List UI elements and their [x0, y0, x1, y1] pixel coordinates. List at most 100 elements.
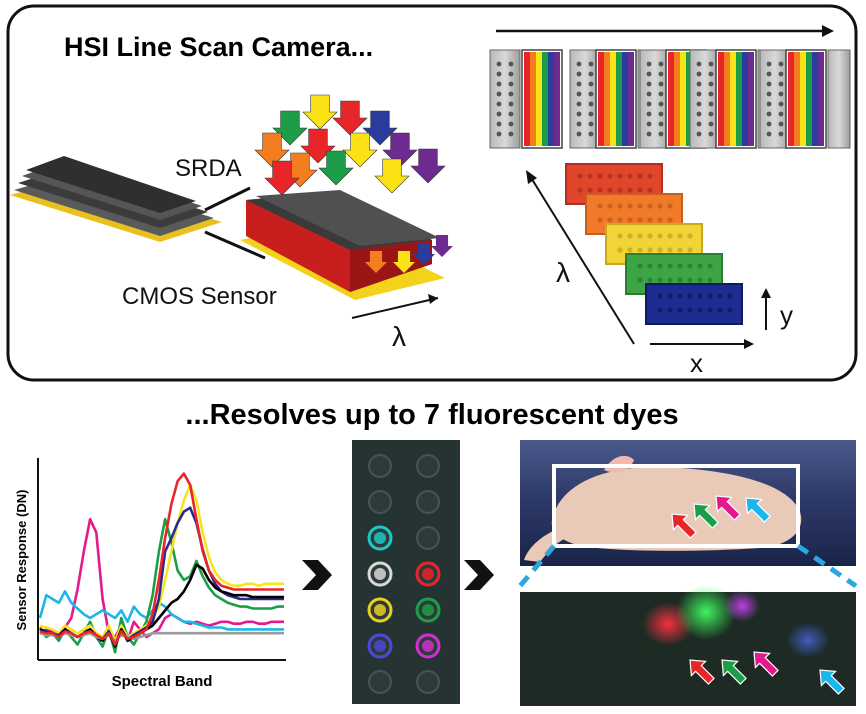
frame-well-2-2-0 — [646, 81, 652, 87]
line-scan-frames — [489, 49, 851, 149]
frame-band-0-3 — [542, 52, 548, 146]
hypercube-well-3-1-0 — [637, 277, 643, 283]
frame-well-4-2-1 — [778, 81, 784, 87]
hypercube-well-3-1-5 — [687, 277, 693, 283]
frame-well-2-4-1 — [658, 101, 664, 107]
frame-well-2-5-1 — [658, 111, 664, 117]
mouse-roi-box — [552, 464, 800, 548]
hypercube-well-1-1-4 — [637, 217, 643, 223]
hypercube-well-1-0-3 — [627, 203, 633, 209]
hypercube-well-1-1-6 — [657, 217, 663, 223]
y-axis-arrowhead — [761, 288, 771, 298]
cube-lambda-label: λ — [556, 257, 570, 288]
frame-plate-1 — [569, 49, 601, 149]
hypercube-well-2-1-0 — [617, 247, 623, 253]
frame-well-2-2-1 — [658, 81, 664, 87]
frame-well-2-6-0 — [646, 121, 652, 127]
closeup-pointer-2-shape — [753, 651, 779, 677]
frame-band-0-5 — [554, 52, 560, 146]
hypercube-well-4-1-7 — [727, 307, 733, 313]
hypercube-well-2-0-0 — [617, 233, 623, 239]
plate-well-glow-3-1 — [422, 568, 434, 580]
srda-block — [240, 190, 445, 300]
plate-well-glow-4-0 — [374, 604, 386, 616]
chart-series-2 — [38, 517, 284, 654]
frame-well-2-4-0 — [646, 101, 652, 107]
hypercube-well-4-0-5 — [707, 293, 713, 299]
chart-y-label: Sensor Response (DN) — [14, 490, 29, 631]
frame-band-4-4 — [812, 52, 818, 146]
hypercube-well-1-1-1 — [607, 217, 613, 223]
cmos-sensor-label: CMOS Sensor — [122, 283, 277, 310]
x-axis-label: x — [690, 348, 703, 378]
frame-band-2-2 — [680, 52, 686, 146]
plate-well-glow-5-0 — [374, 640, 386, 652]
frame-plate-0 — [489, 49, 521, 149]
hypercube-well-2-1-1 — [627, 247, 633, 253]
hypercube-well-3-0-4 — [677, 263, 683, 269]
hypercube-well-2-0-5 — [667, 233, 673, 239]
frame-well-0-1-0 — [496, 71, 502, 77]
frame-well-0-6-1 — [508, 121, 514, 127]
hypercube-well-4-1-3 — [687, 307, 693, 313]
frame-well-2-0-1 — [658, 61, 664, 67]
hypercube-well-3-0-1 — [647, 263, 653, 269]
mouse-pointer-3 — [745, 497, 771, 523]
frame-well-3-7-1 — [708, 131, 714, 137]
hypercube-well-0-0-3 — [607, 173, 613, 179]
frame-well-3-2-0 — [696, 81, 702, 87]
hypercube-well-2-0-6 — [677, 233, 683, 239]
hypercube-well-2-1-4 — [657, 247, 663, 253]
srda-lower-arrow-0 — [365, 251, 387, 273]
frame-well-1-6-1 — [588, 121, 594, 127]
hypercube-well-4-0-6 — [717, 293, 723, 299]
srda-lower-arrow-2 — [413, 243, 435, 265]
frame-well-2-7-1 — [658, 131, 664, 137]
frame-well-4-7-1 — [778, 131, 784, 137]
hypercube-well-0-1-5 — [627, 187, 633, 193]
hypercube-well-2-0-7 — [687, 233, 693, 239]
frame-well-4-4-0 — [766, 101, 772, 107]
frame-well-4-1-1 — [778, 71, 784, 77]
lambda-label-srda: λ — [392, 321, 406, 352]
frame-well-4-5-1 — [778, 111, 784, 117]
hypercube-well-4-1-4 — [697, 307, 703, 313]
hypercube-well-3-0-7 — [707, 263, 713, 269]
frame-well-3-4-1 — [708, 101, 714, 107]
hypercube-well-3-1-2 — [657, 277, 663, 283]
hypercube-well-0-0-6 — [637, 173, 643, 179]
zoom-line-bottom — [204, 230, 266, 260]
hypercube-well-2-1-3 — [647, 247, 653, 253]
frame-well-1-5-1 — [588, 111, 594, 117]
frame-well-0-2-0 — [496, 81, 502, 87]
hypercube-well-2-0-2 — [637, 233, 643, 239]
hypercube-well-3-0-6 — [697, 263, 703, 269]
zoom-connector-left — [518, 544, 556, 588]
frame-well-0-3-0 — [496, 91, 502, 97]
frame-band-2-3 — [686, 52, 692, 146]
frame-band-1-5 — [628, 52, 634, 146]
frame-well-4-6-1 — [778, 121, 784, 127]
zoom-line-top — [204, 186, 251, 212]
hypercube-well-0-1-1 — [587, 187, 593, 193]
plate-well-1-0 — [368, 490, 392, 514]
plate-well-glow-2-0 — [374, 532, 386, 544]
frame-well-0-7-1 — [508, 131, 514, 137]
hypercube-well-0-0-0 — [577, 173, 583, 179]
frame-well-0-3-1 — [508, 91, 514, 97]
plate-well-glow-3-0 — [374, 568, 386, 580]
flow-arrow-1 — [302, 560, 332, 590]
hypercube-well-4-0-0 — [657, 293, 663, 299]
plate-well-0-0 — [368, 454, 392, 478]
mouse-pointer-2 — [715, 495, 741, 521]
closeup-pointer-1-shape — [721, 659, 747, 685]
hypercube-well-0-0-7 — [647, 173, 653, 179]
hypercube-stack — [565, 163, 743, 325]
hypercube-well-1-1-5 — [647, 217, 653, 223]
fluorescent-well-plate — [352, 440, 460, 704]
frame-band-3-2 — [730, 52, 736, 146]
frame-well-2-1-1 — [658, 71, 664, 77]
frame-well-3-6-0 — [696, 121, 702, 127]
frame-plate-3 — [689, 49, 721, 149]
